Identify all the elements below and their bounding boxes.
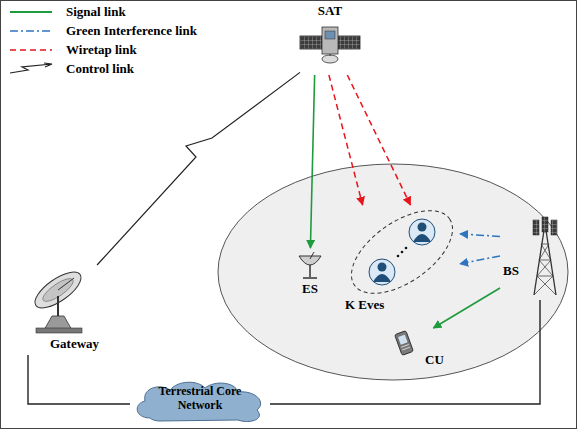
satellite-icon bbox=[300, 27, 360, 63]
backhaul-line bbox=[270, 300, 540, 404]
signal-link bbox=[310, 75, 314, 248]
legend-text: Control link bbox=[66, 61, 134, 77]
node-label: ES bbox=[290, 281, 330, 296]
legend-line-sample bbox=[10, 49, 52, 51]
node-label: SAT bbox=[300, 3, 360, 18]
node-label: Gateway bbox=[50, 336, 99, 351]
core-network-cloud: Terrestrial Core Network bbox=[130, 378, 270, 424]
satellite-node: SAT bbox=[300, 3, 362, 75]
legend-text: Signal link bbox=[66, 4, 126, 20]
legend-line-sample bbox=[10, 30, 52, 32]
node-label: CU bbox=[425, 352, 444, 367]
ground-region bbox=[218, 164, 568, 380]
legend-text: Green Interference link bbox=[66, 23, 197, 39]
legend-text: Wiretap link bbox=[66, 42, 137, 58]
legend-sample bbox=[6, 24, 56, 38]
node-label: K Eves bbox=[345, 297, 384, 312]
cellular-user-node: CU bbox=[392, 328, 452, 372]
legend-sample bbox=[6, 62, 56, 76]
eavesdropper-group-icon bbox=[337, 194, 466, 310]
legend-line-sample bbox=[10, 63, 52, 73]
legend-sample bbox=[6, 5, 56, 19]
signal-link bbox=[433, 288, 500, 328]
cloud-label: Terrestrial Core Network bbox=[145, 384, 255, 412]
base-station-node: BS bbox=[500, 215, 560, 300]
base-station-tower-icon bbox=[533, 217, 557, 295]
wiretap-link bbox=[347, 75, 410, 205]
earth-station-node: ES bbox=[290, 248, 332, 300]
legend-line-sample bbox=[10, 11, 52, 13]
node-label: BS bbox=[503, 263, 519, 278]
eavesdropper-group-node: K Eves bbox=[340, 205, 460, 318]
interference-link bbox=[460, 256, 500, 264]
cellular-user-phone-icon bbox=[395, 331, 414, 356]
earth-station-icon bbox=[299, 252, 321, 278]
gateway-node: Gateway bbox=[15, 265, 108, 355]
control-link bbox=[97, 72, 300, 265]
legend-sample bbox=[6, 43, 56, 57]
gateway-dish-icon bbox=[30, 266, 87, 333]
backhaul-line bbox=[28, 355, 130, 404]
interference-link bbox=[460, 234, 500, 237]
